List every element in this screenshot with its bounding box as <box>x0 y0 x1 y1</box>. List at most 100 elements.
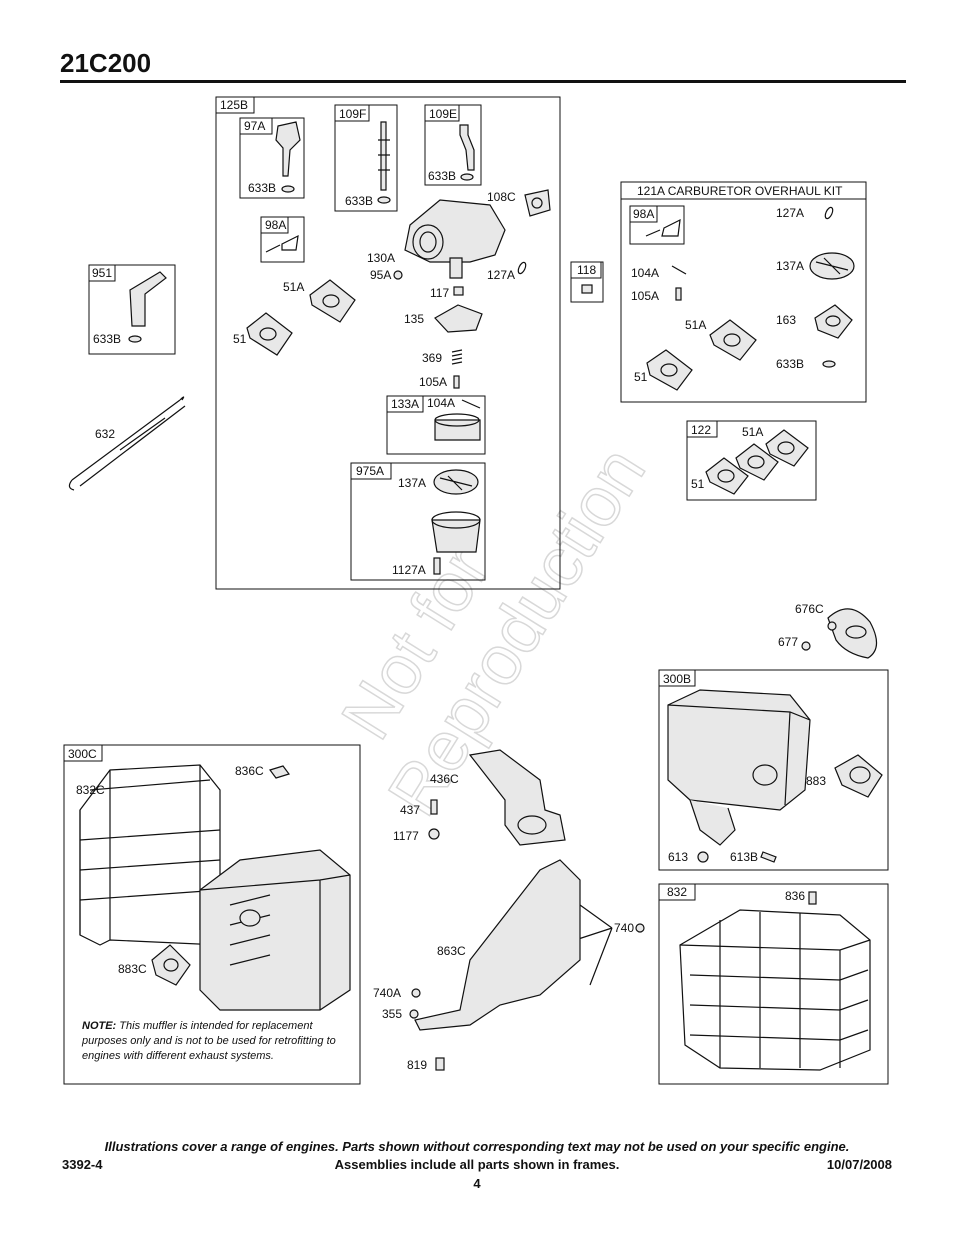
frame-label-121A: 121A CARBURETOR OVERHAUL KIT <box>637 184 843 198</box>
frame-label-951: 951 <box>92 266 112 280</box>
frame-975A: 975A 137A 1127A <box>350 462 486 581</box>
footer-note: Illustrations cover a range of engines. … <box>104 1139 850 1154</box>
callout-104A: 104A <box>631 266 659 280</box>
bracket-part <box>414 859 581 1031</box>
callout-51A: 51A <box>685 318 706 332</box>
frame-label-97A: 97A <box>244 119 265 133</box>
frame-951: 951 633B <box>88 264 176 355</box>
frame-label-109E: 109E <box>429 107 457 121</box>
frame-label-300C: 300C <box>68 747 97 761</box>
callout-883: 883 <box>806 774 826 788</box>
frame-label-118: 118 <box>577 263 596 277</box>
callout-127A: 127A <box>487 268 515 282</box>
frame-label-122: 122 <box>691 423 711 437</box>
callout-633B: 633B <box>428 169 456 183</box>
frame-109E: 109E 633B <box>424 104 482 186</box>
frame-97A: 97A 633B <box>239 117 305 199</box>
callout-51A: 51A <box>742 425 763 439</box>
frame-118: 118 <box>570 261 604 303</box>
callout-633B: 633B <box>248 181 276 195</box>
page-number: 4 <box>473 1176 481 1191</box>
page-title: 21C200 <box>60 48 152 78</box>
callout-137A: 137A <box>398 476 426 490</box>
callout-676C: 676C <box>795 602 824 616</box>
muffler-300C-part <box>199 849 351 1011</box>
frame-label-125B: 125B <box>220 98 248 112</box>
callout-127A: 127A <box>776 206 804 220</box>
callout-819: 819 <box>407 1058 427 1072</box>
callout-613: 613 <box>668 850 688 864</box>
callout-117: 117 <box>430 286 449 300</box>
choke-shaft-part <box>459 124 475 171</box>
frame-label-109F: 109F <box>339 107 366 121</box>
frame-label-300B: 300B <box>663 672 691 686</box>
callout-51A: 51A <box>283 280 304 294</box>
callout-130A: 130A <box>367 251 395 265</box>
choke-lever-part <box>275 121 301 177</box>
callout-1127A: 1127A <box>392 563 426 577</box>
callout-863C: 863C <box>437 944 466 958</box>
frame-label-98A: 98A <box>265 218 286 232</box>
callout-883C: 883C <box>118 962 147 976</box>
frame-109F: 109F 633B <box>334 104 398 212</box>
callout-740A: 740A <box>373 986 401 1000</box>
title-rule <box>60 80 906 83</box>
callout-51: 51 <box>691 477 705 491</box>
footer-assemblies: Assemblies include all parts shown in fr… <box>334 1157 620 1172</box>
gasket-51-part <box>246 312 293 356</box>
frame-125B: 125B <box>215 96 561 590</box>
throttle-shaft-part <box>380 121 387 191</box>
exhaust-elbow-part <box>468 749 566 846</box>
doc-number: 3392-4 <box>62 1157 103 1172</box>
frame-133A: 133A 104A <box>386 395 486 455</box>
muffler-note: NOTE: This muffler is intended for repla… <box>82 1019 344 1064</box>
callout-437: 437 <box>400 803 420 817</box>
gasket-51A-part <box>309 279 356 323</box>
frame-122: 122 51A 51 <box>686 420 817 501</box>
frame-98A: 98A <box>260 216 305 263</box>
governor-link-part <box>71 399 186 487</box>
callout-633B: 633B <box>776 357 804 371</box>
float-part <box>434 304 483 333</box>
note-text: This muffler is intended for replacement… <box>82 1020 336 1062</box>
governor-lever-part <box>129 271 167 327</box>
callout-1177: 1177 <box>393 829 419 843</box>
callout-632: 632 <box>95 427 115 441</box>
callout-163: 163 <box>776 313 796 327</box>
callout-137A: 137A <box>776 259 804 273</box>
frame-label-832: 832 <box>667 885 687 899</box>
callout-369: 369 <box>422 351 442 365</box>
muffler-300B-part <box>667 689 811 811</box>
callout-836: 836 <box>785 889 805 903</box>
callout-613B: 613B <box>730 850 758 864</box>
bowl-part <box>434 419 481 441</box>
callout-51: 51 <box>634 370 648 384</box>
frame-121A-kit: 121A CARBURETOR OVERHAUL KIT 98A 127A 13… <box>620 181 867 403</box>
frame-label-98A-kit: 98A <box>633 207 654 221</box>
frame-832: 832 836 <box>658 883 889 1085</box>
frame-300C: 300C 836C 832C 883C <box>63 744 361 1085</box>
callout-677: 677 <box>778 635 798 649</box>
callout-95A: 95A <box>370 268 391 282</box>
callout-355: 355 <box>382 1007 402 1021</box>
heat-shield-cage-part <box>679 909 871 1071</box>
callout-135: 135 <box>404 312 424 326</box>
callout-436C: 436C <box>430 772 459 786</box>
frame-label-133A: 133A <box>391 397 419 411</box>
fuel-tank-part <box>431 519 481 553</box>
callout-740: 740 <box>614 921 634 935</box>
callout-108C: 108C <box>487 190 516 204</box>
idle-screw-part <box>265 234 299 253</box>
callout-51: 51 <box>233 332 247 346</box>
callout-105A: 105A <box>419 375 447 389</box>
washer-part <box>281 185 295 193</box>
note-label: NOTE: <box>82 1020 117 1032</box>
footer-date: 10/07/2008 <box>826 1157 892 1172</box>
callout-104A: 104A <box>427 396 455 410</box>
frame-300B: 300B 883 613 613B <box>658 669 889 871</box>
callout-105A: 105A <box>631 289 659 303</box>
carburetor-body-part <box>404 189 551 279</box>
callout-836C: 836C <box>235 764 264 778</box>
callout-633B: 633B <box>345 194 373 208</box>
